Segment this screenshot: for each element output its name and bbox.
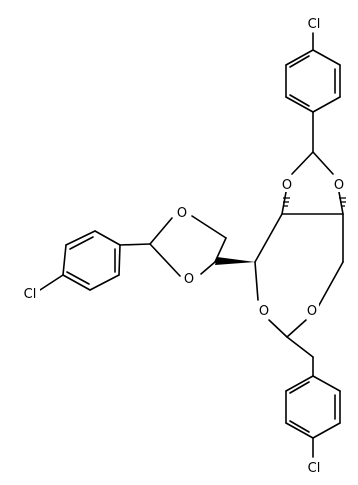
cl-top-label: Cl — [308, 17, 321, 32]
atom-labels: Cl O O O O O O Cl Cl — [20, 14, 346, 476]
o-ring-left-label: O — [259, 304, 269, 319]
cl-left-label: Cl — [24, 287, 37, 302]
dioxepane-ring — [254, 213, 344, 338]
left-dioxolane-ring — [149, 215, 255, 277]
o-dioxolane-bottom-label: O — [184, 272, 194, 287]
bottom-chlorophenyl-ring — [285, 336, 341, 458]
top-chlorophenyl-ring — [285, 32, 341, 153]
left-chlorophenyl-ring — [39, 230, 151, 291]
o-ring-right-label: O — [307, 304, 317, 319]
hashed-stereo-bonds — [283, 197, 346, 207]
top-dioxolane-ring — [281, 151, 344, 215]
o-top-right-label: O — [334, 178, 344, 193]
cl-bottom-label: Cl — [308, 461, 321, 476]
o-dioxolane-top-label: O — [177, 206, 187, 221]
o-top-left-label: O — [282, 178, 292, 193]
